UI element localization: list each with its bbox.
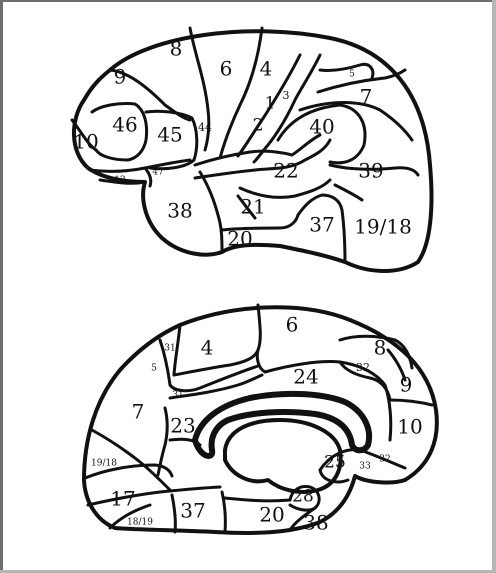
lateral-label-10: 10 [73,130,98,154]
medial-label-32b: 32 [379,455,390,465]
medial-label-7: 7 [132,400,145,424]
medial-label-6: 6 [286,313,299,337]
corpus-callosum [195,394,369,456]
lateral-label-2: 2 [253,116,264,136]
lateral-label-1: 1 [265,94,276,114]
lateral-label-21: 21 [240,195,265,219]
medial-label-10: 10 [397,415,422,439]
medial-cingulate-sulcus [265,362,391,440]
lateral-label-38: 38 [167,199,192,223]
medial-label-9: 9 [400,373,413,397]
medial-label-17: 17 [110,487,135,511]
medial-label-28: 28 [292,487,314,507]
medial-label-38: 38 [303,511,328,535]
medial-label-23: 23 [170,414,195,438]
lateral-label-19-18: 19/18 [354,215,412,239]
lateral-label-45: 45 [157,123,182,147]
medial-label-20: 20 [259,503,284,527]
lateral-area-38-border [200,172,222,252]
lateral-label-3: 3 [283,89,290,102]
lateral-label-4: 4 [260,57,273,81]
medial-label-25: 25 [324,453,346,473]
medial-sulcus-37 [172,495,175,532]
medial-label-37: 37 [180,499,205,523]
lateral-label-39: 39 [358,159,383,183]
lateral-sulcus-39-37 [335,185,362,200]
lateral-label-5: 5 [349,70,355,80]
medial-label-32: 32 [356,361,370,374]
medial-label-5: 5 [151,364,157,374]
lateral-label-44: 44 [198,121,212,134]
lateral-label-47: 47 [152,168,164,178]
lateral-sulcus-10-12 [90,160,190,171]
medial-sulcus-4-6 [257,305,265,372]
lateral-label-22: 22 [273,159,298,183]
lateral-label-20: 20 [227,227,252,251]
medial-sulcus-9-10 [390,400,432,405]
lateral-sulcus-6-4 [220,28,262,158]
lateral-label-40: 40 [309,115,334,139]
lateral-label-6: 6 [220,57,233,81]
medial-label-31-top: 31 [164,344,175,354]
lateral-label-12: 12 [114,176,125,186]
medial-label-19-18: 19/18 [91,459,117,469]
lateral-brain-view: 8 6 4 9 46 45 44 1 3 2 5 7 40 10 47 12 2… [72,28,432,271]
medial-label-24: 24 [293,365,318,389]
medial-sulcus-4 [174,325,258,375]
medial-sulcus-20 [225,498,290,501]
medial-label-31: 31 [172,391,183,401]
medial-label-33: 33 [359,462,371,472]
medial-sulcus-31 [170,375,262,398]
medial-brain-view: 4 6 8 31 5 32 24 9 31 7 23 10 19/18 25 3… [84,305,437,535]
lateral-label-8: 8 [170,37,183,61]
lateral-sulcus-5 [320,64,373,78]
medial-label-8: 8 [374,336,387,360]
medial-label-18-19: 18/19 [127,518,153,528]
medial-label-4: 4 [201,336,214,360]
lateral-label-7: 7 [360,85,373,109]
lateral-label-46: 46 [112,113,137,137]
lateral-sylvian-fissure [195,135,320,165]
lateral-label-37: 37 [309,213,334,237]
lateral-label-9: 9 [114,65,127,89]
